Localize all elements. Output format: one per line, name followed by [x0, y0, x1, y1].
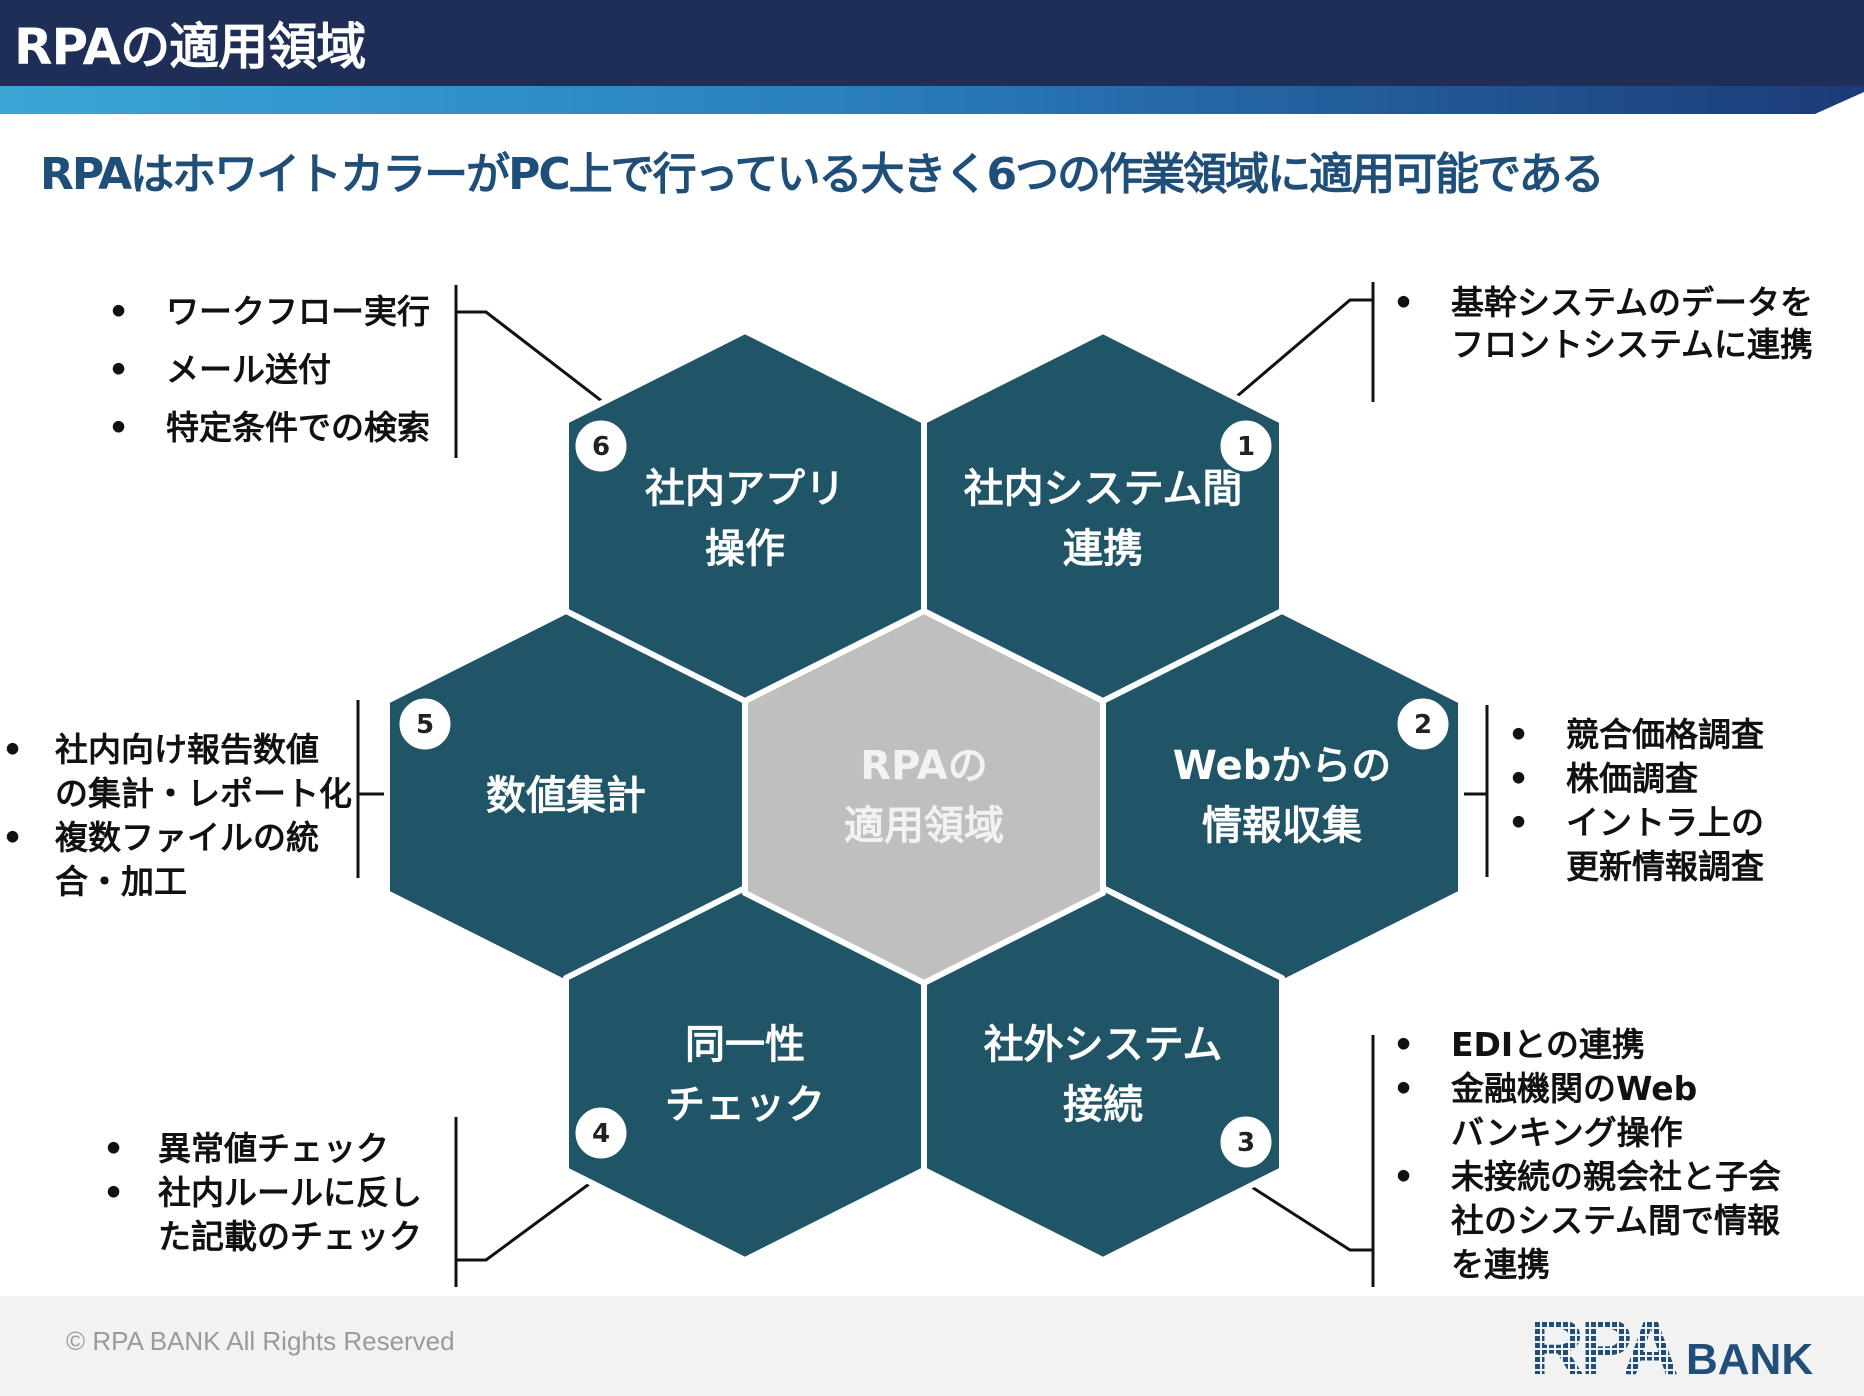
list-item: • 金融機関のWeb バンキング操作 [1385, 1067, 1825, 1155]
badge-6-number: 6 [592, 432, 610, 462]
bullet-dot: • [108, 292, 130, 331]
area-6-title-line1: 社内アプリ [645, 466, 845, 512]
bullet-text: 特定条件での検索 [166, 408, 430, 447]
hexagon-diagram: 社内アプリ 操作 社内システム間 連携 数値集計 Webからの 情報収集 同一性… [356, 282, 1489, 1287]
badge-2: 2 [1394, 695, 1452, 753]
header-band [0, 0, 1864, 114]
area-2-title-line1: Webからの [1173, 743, 1391, 789]
area-3-bullet-list: • EDIとの連携 • 金融機関のWeb バンキング操作 • 未接続の親会社と子会 社… [1385, 1023, 1825, 1287]
area-2-bullet-list: • 競合価格調査 • 株価調査 • イントラ上の 更新情報調査 [1500, 713, 1860, 889]
list-item: • 競合価格調査 [1500, 713, 1860, 757]
area-3-title-line1: 社外システム [984, 1022, 1223, 1068]
area-5-title-line1: 数値集計 [486, 773, 646, 819]
footer: © RPA BANK All Rights Reserved RPA BANK [0, 1296, 1864, 1396]
area-2-title-line2: 情報収集 [1202, 803, 1362, 849]
list-item: • イントラ上の 更新情報調査 [1500, 801, 1860, 889]
bullet-text: 社内向け報告数値 の集計・レポート化 [55, 730, 352, 813]
list-item: • 社内向け報告数値 の集計・レポート化 [0, 728, 355, 816]
bullet-dot: • [2, 818, 24, 857]
area-3-title-line2: 接続 [1063, 1082, 1143, 1128]
badge-4: 4 [572, 1104, 630, 1162]
header-navy-bar [0, 0, 1864, 86]
list-item: • 複数ファイルの統 合・加工 [0, 816, 355, 904]
badge-6: 6 [572, 417, 630, 475]
badge-3: 3 [1217, 1113, 1275, 1171]
bullet-text: 社内ルールに反し た記載のチェック [158, 1173, 422, 1256]
bullet-dot: • [108, 350, 130, 389]
area-6-title-line2: 操作 [705, 526, 785, 572]
bullet-text: 異常値チェック [158, 1129, 389, 1168]
bullet-text: 競合価格調査 [1566, 715, 1764, 754]
badge-1-number: 1 [1237, 432, 1255, 462]
list-item: • メール送付 [100, 341, 430, 399]
area-4-bullet-list: • 異常値チェック • 社内ルールに反し た記載のチェック [95, 1127, 455, 1259]
bullet-text: 金融機関のWeb バンキング操作 [1451, 1069, 1698, 1152]
area-6-bullet-list: • ワークフロー実行 • メール送付 • 特定条件での検索 [100, 283, 430, 457]
area-4-title-line2: チェック [665, 1082, 825, 1128]
logo-bank-text: BANK [1686, 1335, 1813, 1384]
area-4-title-line1: 同一性 [685, 1022, 805, 1068]
copyright-text: © RPA BANK All Rights Reserved [66, 1326, 455, 1356]
list-item: • 未接続の親会社と子会 社のシステム間で情報 を連携 [1385, 1155, 1825, 1287]
list-item: • 特定条件での検索 [100, 399, 430, 457]
badge-4-number: 4 [592, 1119, 610, 1149]
area-1-title-line1: 社内システム間 [964, 466, 1243, 512]
slide-subtitle: RPAはホワイトカラーがPC上で行っている大きく6つの作業領域に適用可能である [40, 149, 1605, 200]
bullet-dot: • [1393, 1025, 1415, 1064]
connector-6-pointer [456, 310, 656, 444]
area-1-title-line2: 連携 [1063, 526, 1143, 572]
bullet-dot: • [1508, 759, 1530, 798]
bullet-dot: • [1508, 715, 1530, 754]
bullet-dot: • [1393, 283, 1415, 322]
bullet-dot: • [1393, 1069, 1415, 1108]
bullet-text: 株価調査 [1566, 759, 1698, 798]
bullet-text: ワークフロー実行 [166, 292, 430, 331]
center-title-line1: RPAの [860, 743, 987, 789]
connector-1-pointer [1194, 298, 1373, 434]
list-item: • EDIとの連携 [1385, 1023, 1825, 1067]
badge-3-number: 3 [1237, 1128, 1255, 1158]
hexagon-center [742, 608, 1106, 986]
area-5-bullet-list: • 社内向け報告数値 の集計・レポート化 • 複数ファイルの統 合・加工 [0, 728, 355, 904]
bullet-dot: • [1393, 1157, 1415, 1196]
badge-1: 1 [1217, 417, 1275, 475]
list-item: • 異常値チェック [95, 1127, 455, 1171]
bullet-dot: • [1508, 803, 1530, 842]
bullet-dot: • [108, 408, 130, 447]
logo-rpa-text: RPA [1528, 1308, 1678, 1384]
rpa-bank-logo: RPA BANK [1528, 1308, 1813, 1384]
bullet-text: メール送付 [166, 350, 331, 389]
badge-5: 5 [396, 695, 454, 753]
bullet-dot: • [103, 1129, 125, 1168]
connector-lines [356, 282, 1489, 1287]
center-title-line2: 適用領域 [844, 803, 1004, 849]
bullet-text: 未接続の親会社と子会 社のシステム間で情報 を連携 [1451, 1157, 1781, 1284]
bullet-text: 複数ファイルの統 合・加工 [55, 818, 319, 901]
list-item: • 株価調査 [1500, 757, 1860, 801]
bullet-text: 基幹システムのデータを フロントシステムに連携 [1451, 283, 1814, 364]
badge-5-number: 5 [416, 710, 434, 740]
bullet-dot: • [103, 1173, 125, 1212]
bullet-text: EDIとの連携 [1451, 1025, 1645, 1064]
page-title: RPAの適用領域 [14, 18, 366, 76]
list-item: • 社内ルールに反し た記載のチェック [95, 1171, 455, 1259]
header-accent-stripe [0, 86, 1864, 114]
badge-2-number: 2 [1414, 710, 1432, 740]
bullet-dot: • [2, 730, 24, 769]
list-item: • 基幹システムのデータを フロントシステムに連携 [1385, 282, 1855, 366]
area-1-bullet-list: • 基幹システムのデータを フロントシステムに連携 [1385, 282, 1855, 366]
list-item: • ワークフロー実行 [100, 283, 430, 341]
bullet-text: イントラ上の 更新情報調査 [1566, 803, 1764, 886]
